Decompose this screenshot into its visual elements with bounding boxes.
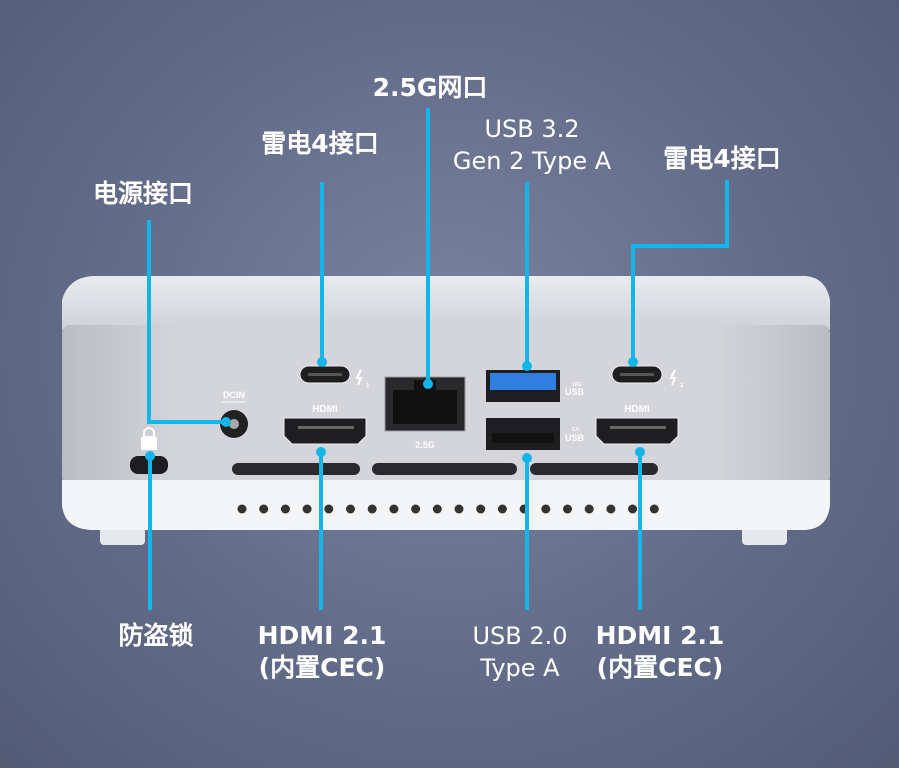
label-ethernet: 2.5G网口 (372, 73, 488, 102)
label-thunderbolt-left: 雷电4接口 (261, 129, 379, 158)
vent-hole (237, 504, 247, 514)
callout-lines (147, 108, 729, 610)
svg-text:USB: USB (565, 387, 585, 397)
label-power: 电源接口 (92, 179, 194, 208)
label-usb20-line2: Type A (480, 654, 560, 682)
svg-text:1: 1 (366, 383, 370, 389)
label-usb20-line1: USB 2.0 (472, 622, 568, 650)
label-hdmi-right: HDMI 2.1 (内置CEC) (596, 620, 725, 684)
label-hdmi-right-line2: (内置CEC) (596, 653, 724, 682)
vent-hole (454, 504, 464, 514)
label-hdmi-left: HDMI 2.1 (内置CEC) (258, 620, 387, 684)
vent-hole (541, 504, 551, 514)
label-hdmi-left-line2: (内置CEC) (258, 653, 386, 682)
vent-hole (584, 504, 594, 514)
vent-hole (563, 504, 572, 514)
svg-text:2: 2 (680, 383, 684, 389)
mini-pc: DCIN 1 HDMI 2.5G USB 10G USB 2.0 2 HDMI (62, 276, 830, 545)
vent-hole (259, 504, 269, 514)
vent-hole (346, 504, 355, 514)
vent-hole (389, 504, 399, 514)
svg-text:10G: 10G (572, 382, 582, 388)
vent-hole (432, 504, 442, 514)
svg-text:2.5G: 2.5G (415, 440, 435, 450)
hdmi-port-left: HDMI (283, 404, 367, 445)
vent-hole (649, 504, 659, 514)
vent-hole (476, 504, 486, 514)
label-usb32-line2: Gen 2 Type A (452, 147, 612, 175)
svg-text:HDMI: HDMI (312, 404, 338, 415)
usb-2-0-port: USB 2.0 (486, 418, 585, 450)
usb-3-2-port: USB 10G (486, 370, 585, 402)
thunderbolt-port-1: 1 (299, 365, 370, 389)
vent-hole (497, 504, 507, 514)
label-thunderbolt-right: 雷电4接口 (663, 144, 781, 173)
svg-text:2.0: 2.0 (572, 427, 579, 433)
label-usb32-line1: USB 3.2 (484, 115, 580, 143)
vent-holes (237, 504, 659, 514)
vent-hole (280, 504, 290, 514)
label-lock: 防盗锁 (118, 621, 194, 650)
vent-hole (324, 504, 334, 514)
vent-hole (606, 504, 616, 514)
svg-text:USB: USB (565, 433, 585, 443)
vent-hole (628, 504, 638, 514)
vent-hole (367, 504, 377, 514)
label-hdmi-right-line1: HDMI 2.1 (595, 621, 725, 650)
hdmi-port-right: HDMI (595, 404, 679, 445)
vent-hole (302, 504, 312, 514)
label-hdmi-left-line1: HDMI 2.1 (257, 621, 387, 650)
svg-text:DCIN: DCIN (223, 390, 245, 400)
callout-dots (145, 357, 645, 463)
vent-hole (411, 504, 421, 514)
svg-text:HDMI: HDMI (624, 404, 650, 415)
thunderbolt-port-2: 2 (611, 365, 684, 389)
dc-in-port: DCIN (220, 390, 248, 438)
